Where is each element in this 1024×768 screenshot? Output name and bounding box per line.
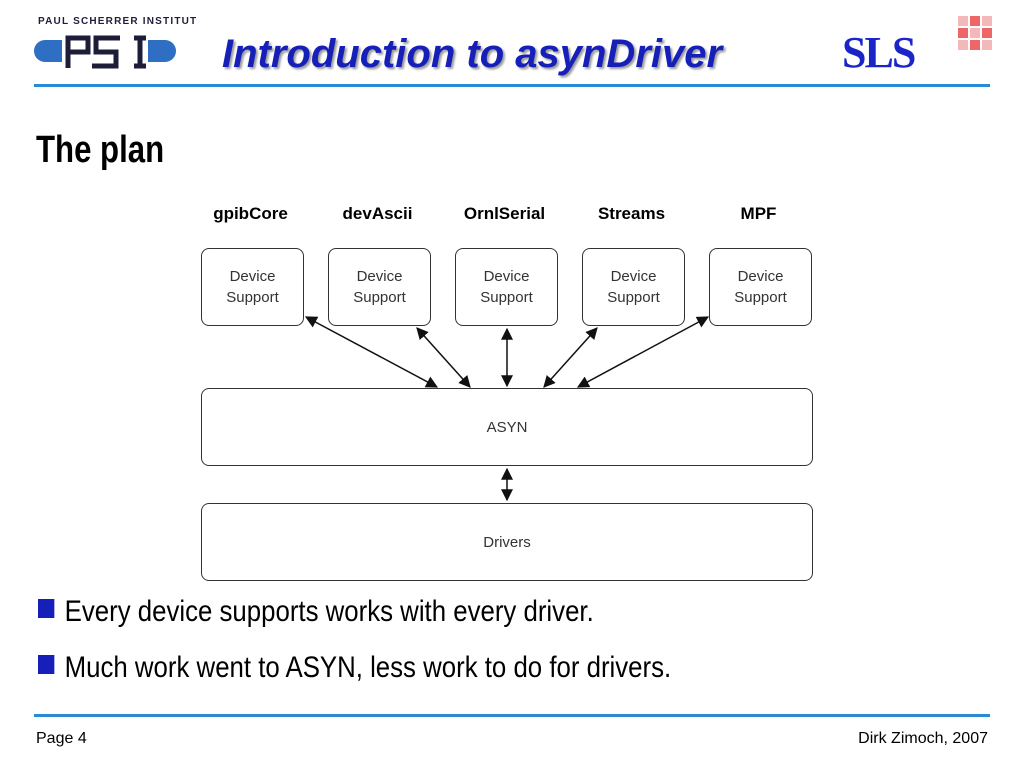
asyn-layer-box: ASYN [201, 388, 813, 466]
device-support-box-gpibcore: Device Support [201, 248, 304, 326]
sls-grid-icon [958, 16, 992, 50]
device-support-text: Support [607, 289, 660, 306]
arrow-mpf-asyn [576, 316, 710, 388]
column-label-ornlserial: OrnlSerial [463, 204, 546, 223]
bullet-item: Much work went to ASYN, less work to do … [38, 650, 671, 686]
bullet-square-icon [38, 599, 55, 618]
slide-title: Introduction to asynDriver [222, 32, 723, 76]
arrow-devascii-asyn [416, 327, 471, 388]
bullet-square-icon [38, 655, 55, 674]
device-support-text: Support [480, 289, 533, 306]
column-label-streams: Streams [597, 204, 666, 223]
device-support-box-streams: Device Support [582, 248, 685, 326]
device-support-text: Device [737, 268, 784, 285]
device-support-text: Device [356, 268, 403, 285]
device-support-text: Device [483, 268, 530, 285]
device-support-text: Support [353, 289, 406, 306]
column-label-mpf: MPF [740, 204, 777, 223]
page-number: Page 4 [36, 730, 87, 747]
arrow-gpibcore-asyn [304, 316, 439, 388]
bullet-text: Much work went to ASYN, less work to do … [64, 651, 672, 684]
column-label-gpibcore: gpibCore [213, 204, 288, 223]
device-support-text: Support [226, 289, 279, 306]
section-heading: The plan [36, 129, 165, 171]
header-divider [34, 84, 990, 87]
bullet-text: Every device supports works with every d… [64, 595, 594, 628]
device-support-text: Support [734, 289, 787, 306]
drivers-layer-box: Drivers [201, 503, 813, 581]
institute-name: PAUL SCHERRER INSTITUT [38, 16, 198, 27]
device-support-box-devascii: Device Support [328, 248, 431, 326]
sls-logo: SLS [842, 28, 916, 77]
device-support-text: Device [229, 268, 276, 285]
column-label-devascii: devAscii [342, 204, 413, 223]
device-support-box-mpf: Device Support [709, 248, 812, 326]
footer-author: Dirk Zimoch, 2007 [858, 730, 988, 747]
arrow-streams-asyn [543, 327, 598, 388]
bullet-item: Every device supports works with every d… [38, 594, 594, 630]
psi-logo [34, 34, 176, 70]
device-support-text: Device [610, 268, 657, 285]
device-support-box-ornlserial: Device Support [455, 248, 558, 326]
footer-divider [34, 714, 990, 717]
